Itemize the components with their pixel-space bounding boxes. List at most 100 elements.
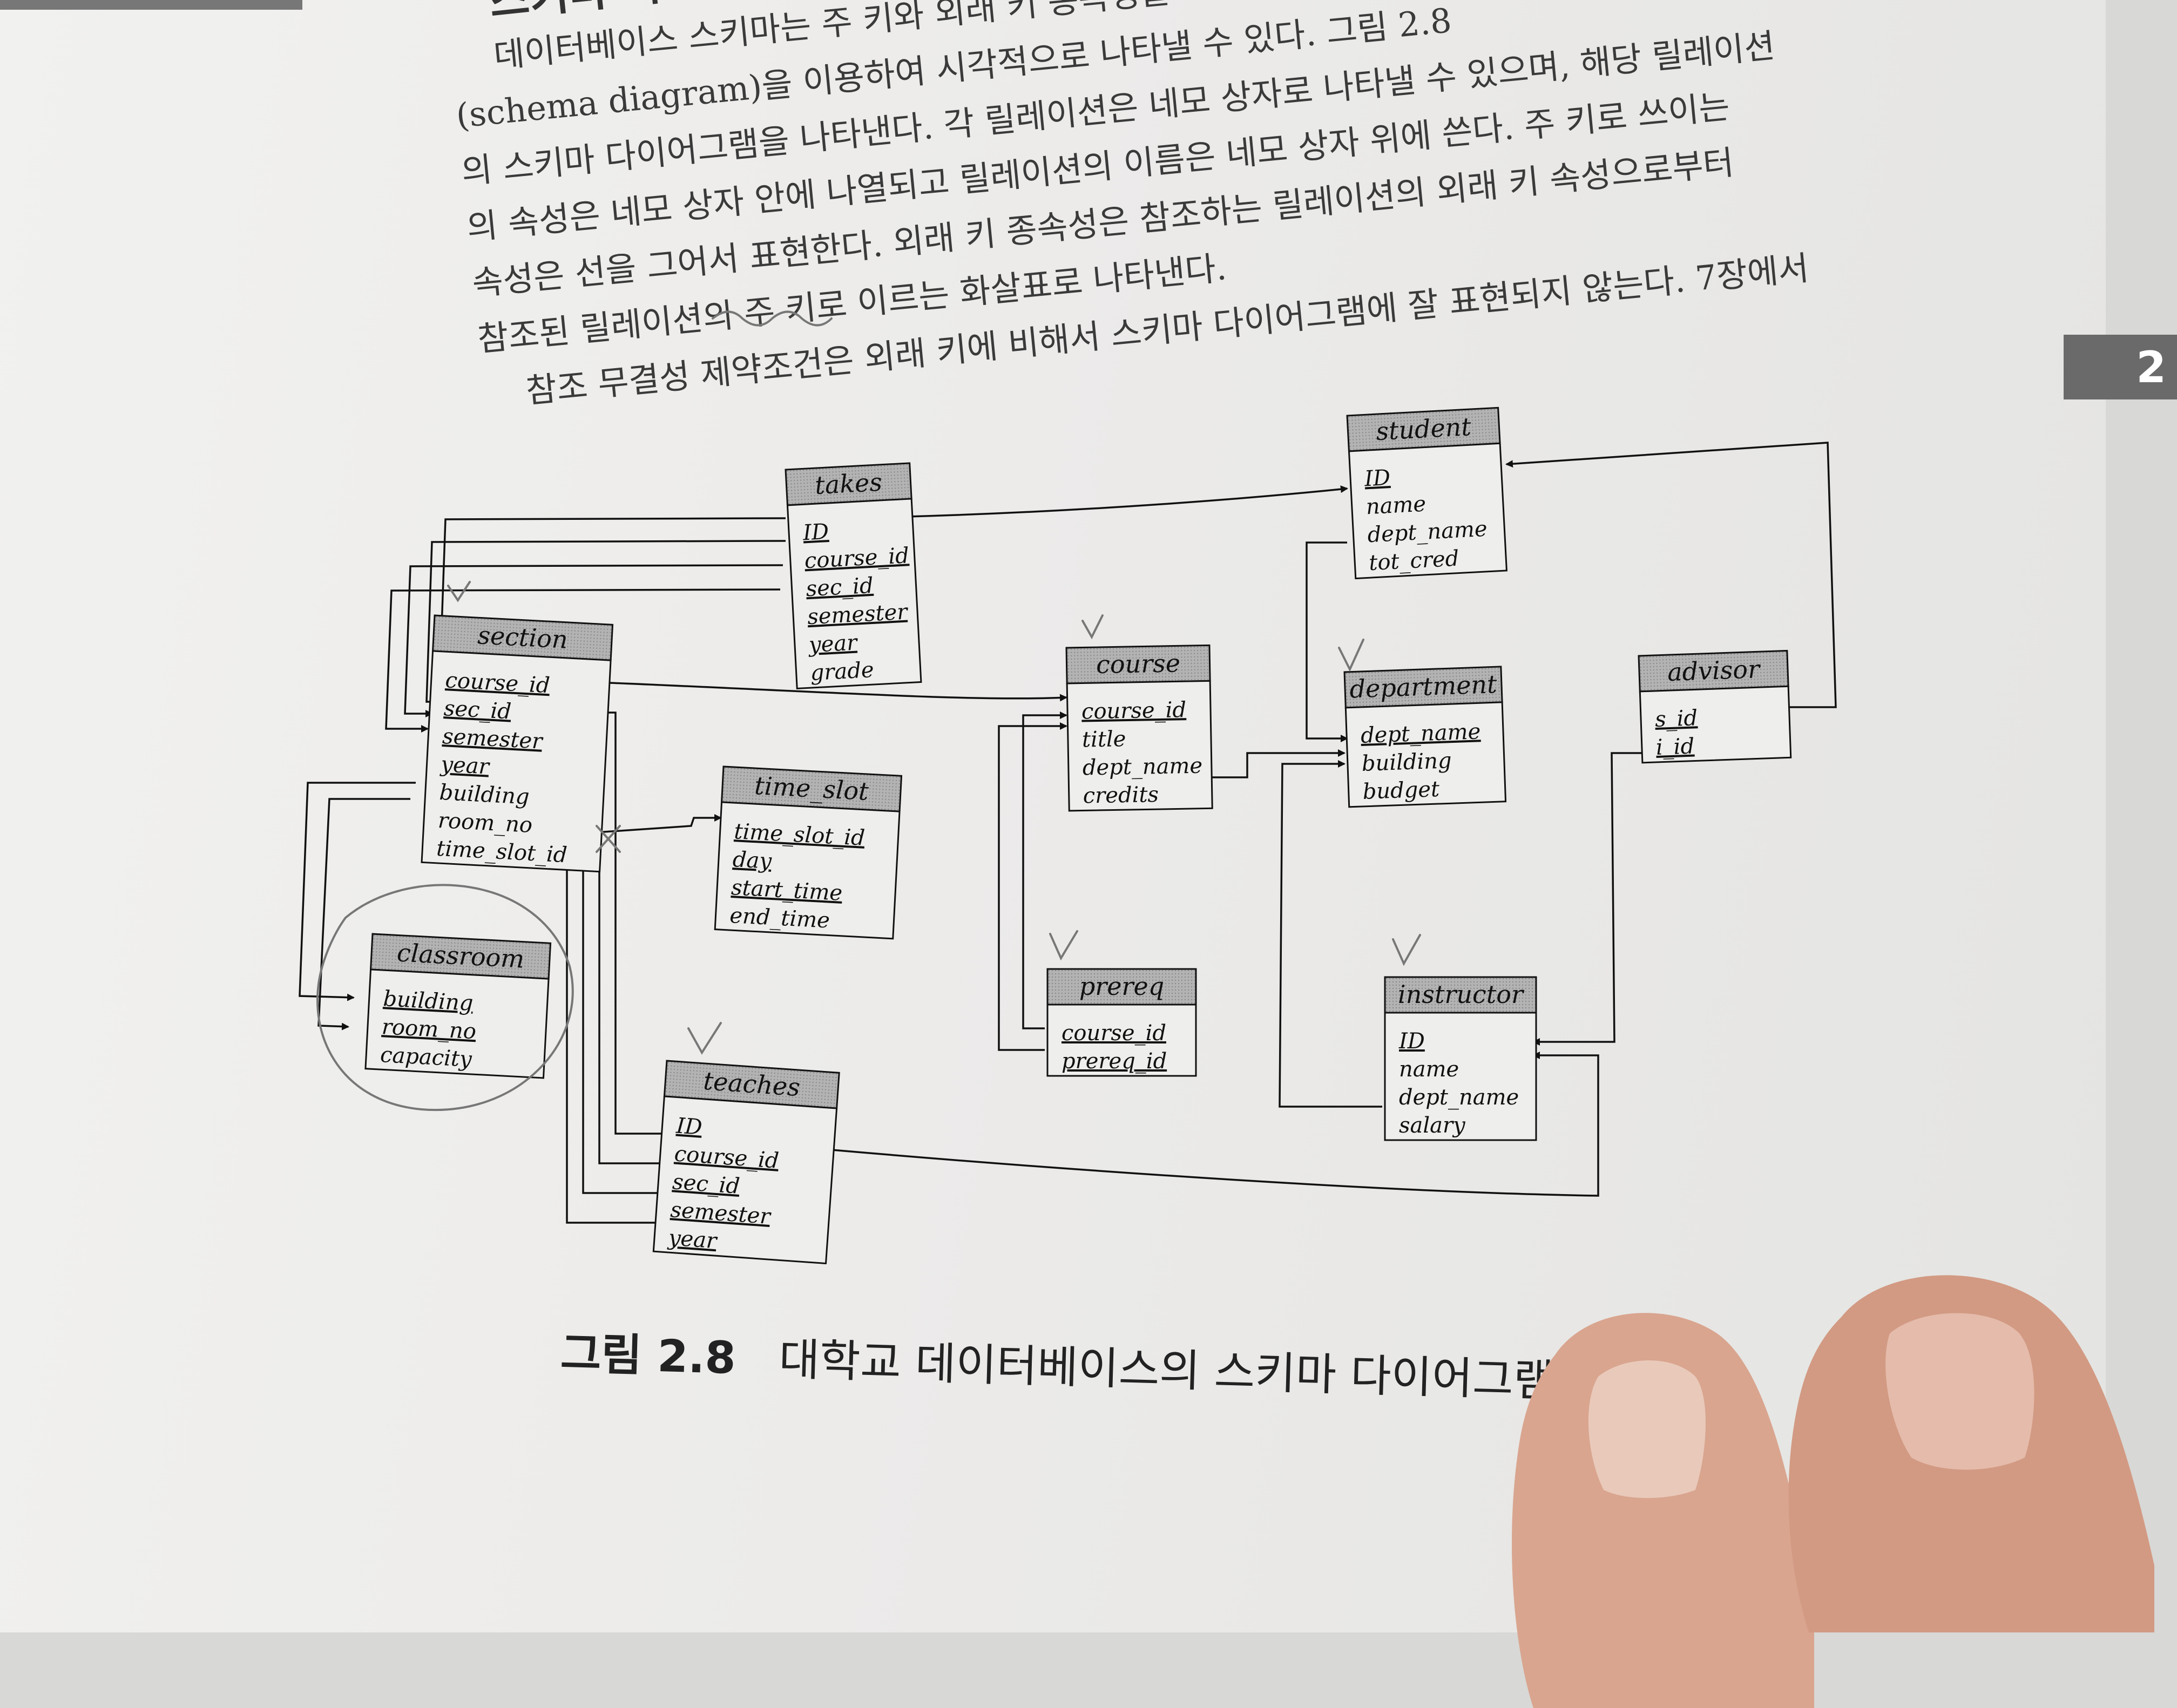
book-page: [0, 0, 2106, 1632]
arrow-section-course: [610, 682, 1067, 702]
relation-body: [1344, 701, 1507, 808]
pencil-check-mark: [1392, 934, 1421, 966]
relation-section: sectioncourse_idsec_idsemesteryearbuildi…: [421, 614, 614, 873]
pencil-annotations: [316, 310, 1421, 1111]
attribute: name: [1399, 1057, 1459, 1082]
attribute: end_time: [729, 903, 830, 933]
primary-key-attribute: course_id: [1081, 697, 1187, 724]
primary-key-attribute: start_time: [731, 875, 843, 906]
attribute: dept_name: [1399, 1085, 1519, 1110]
relation-body: [786, 498, 922, 690]
pencil-squiggle: [712, 310, 833, 327]
primary-key-attribute: ID: [802, 519, 829, 545]
relation-name: teaches: [702, 1066, 801, 1102]
arrow-advisor-instructor: [1532, 752, 1644, 1046]
relation-time-slot: time_slottime_slot_iddaystart_timeend_ti…: [714, 765, 903, 940]
primary-key-attribute: year: [807, 630, 859, 658]
pencil-check-mark: [1081, 614, 1104, 640]
arrow-prereq-course-1: [1022, 711, 1067, 1029]
relation-name: student: [1375, 412, 1472, 446]
primary-key-attribute: room_no: [381, 1014, 477, 1044]
primary-key-attribute: ID: [1363, 465, 1391, 491]
attribute: grade: [810, 658, 875, 686]
pencil-check-mark: [447, 581, 471, 602]
primary-key-attribute: building: [383, 986, 474, 1016]
relation-name: takes: [814, 467, 883, 500]
arrow-takes-student: [888, 485, 1348, 518]
arrow-section-classroom-1: [299, 782, 416, 1001]
primary-key-attribute: semester: [442, 724, 544, 754]
relation-body: [364, 968, 550, 1079]
arrow-takes-section-3: [404, 564, 783, 717]
hand-finger: [1788, 1275, 2154, 1632]
relation-boxes: takesIDcourse_idsec_idsemesteryeargrades…: [364, 406, 1792, 1265]
primary-key-attribute: year: [439, 752, 491, 780]
chapter-tab-label: 2: [2136, 342, 2166, 392]
attribute: title: [1082, 727, 1126, 752]
hand-thumb: [1512, 1313, 1814, 1708]
arrow-teaches-section-1: [598, 709, 664, 1135]
pencil-check-mark: [687, 1022, 722, 1055]
primary-key-attribute: i_id: [1655, 734, 1695, 760]
schema-diagram: takesIDcourse_idsec_idsemesteryeargrades…: [299, 310, 1837, 1265]
hand-thumbnail: [1588, 1360, 1706, 1498]
primary-key-attribute: sec_id: [443, 696, 512, 724]
attribute: room_no: [437, 808, 533, 838]
attribute: name: [1365, 492, 1426, 520]
relation-name: section: [477, 620, 569, 654]
pencil-cross-mark: [596, 825, 621, 853]
primary-key-attribute: prereq_id: [1062, 1049, 1167, 1074]
arrow-student-department: [1306, 541, 1348, 742]
attribute: tot_cred: [1368, 546, 1459, 576]
primary-key-attribute: dept_name: [1360, 719, 1481, 748]
relation-body: [1046, 1004, 1197, 1077]
relation-name: advisor: [1667, 654, 1762, 687]
attribute: budget: [1362, 777, 1441, 804]
relation-name: prereq: [1079, 972, 1164, 1001]
primary-key-attribute: course_id: [804, 543, 910, 573]
relation-body: [1384, 1012, 1537, 1141]
page-top-bar: [0, 0, 302, 10]
primary-key-attribute: s_id: [1654, 706, 1698, 732]
relation-advisor: advisor s_idi_id: [1638, 649, 1792, 764]
arrow-takes-section-4: [385, 588, 781, 733]
relation-body: [421, 650, 612, 873]
arrow-teaches-instructor: [831, 1052, 1599, 1197]
primary-key-attribute: sec_id: [672, 1169, 741, 1199]
arrow-section-classroom-2: [317, 798, 410, 1031]
pencil-circle: [316, 884, 574, 1111]
hand-thumb-shape: [1512, 1313, 1814, 1708]
relation-name: time_slot: [754, 771, 870, 806]
relation-header: [1046, 968, 1197, 1006]
relation-body: [1066, 680, 1213, 812]
primary-key-attribute: year: [667, 1225, 719, 1253]
relation-name: instructor: [1398, 980, 1525, 1009]
foreign-key-arrows: [299, 442, 1837, 1224]
primary-key-attribute: semester: [807, 599, 909, 629]
relation-name: department: [1349, 669, 1498, 704]
primary-key-attribute: ID: [1398, 1029, 1425, 1054]
primary-key-attribute: course_id: [445, 668, 551, 698]
relation-body: [652, 1095, 838, 1265]
relation-name: course: [1096, 648, 1181, 679]
arrow-prereq-course-2: [998, 722, 1067, 1051]
hand-fingernail: [1885, 1313, 2034, 1470]
figure-number: 그림 2.8: [559, 1327, 737, 1385]
primary-key-attribute: sec_id: [805, 573, 874, 601]
pencil-check-mark: [1049, 930, 1078, 961]
primary-key-attribute: day: [732, 847, 773, 874]
arrow-course-department: [1209, 749, 1346, 778]
attribute: capacity: [380, 1042, 473, 1072]
attribute: building: [1361, 748, 1452, 776]
arrow-section-time-slot: [572, 814, 722, 835]
relation-name: classroom: [396, 938, 525, 973]
attribute: credits: [1083, 782, 1159, 808]
